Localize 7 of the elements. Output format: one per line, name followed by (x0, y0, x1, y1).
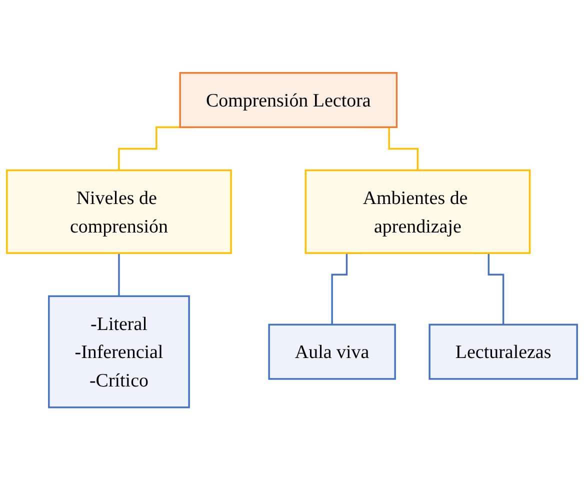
node-box: -Literal -Inferencial -Crítico (48, 296, 190, 409)
node-box: Aula viva (268, 324, 396, 380)
node-box: Ambientes de aprendizaje (304, 170, 531, 254)
node-box: Comprensión Lectora (179, 72, 398, 128)
connector (118, 252, 120, 298)
node-box: Niveles de comprensión (6, 170, 232, 254)
node-box: Lecturalezas (428, 324, 578, 380)
